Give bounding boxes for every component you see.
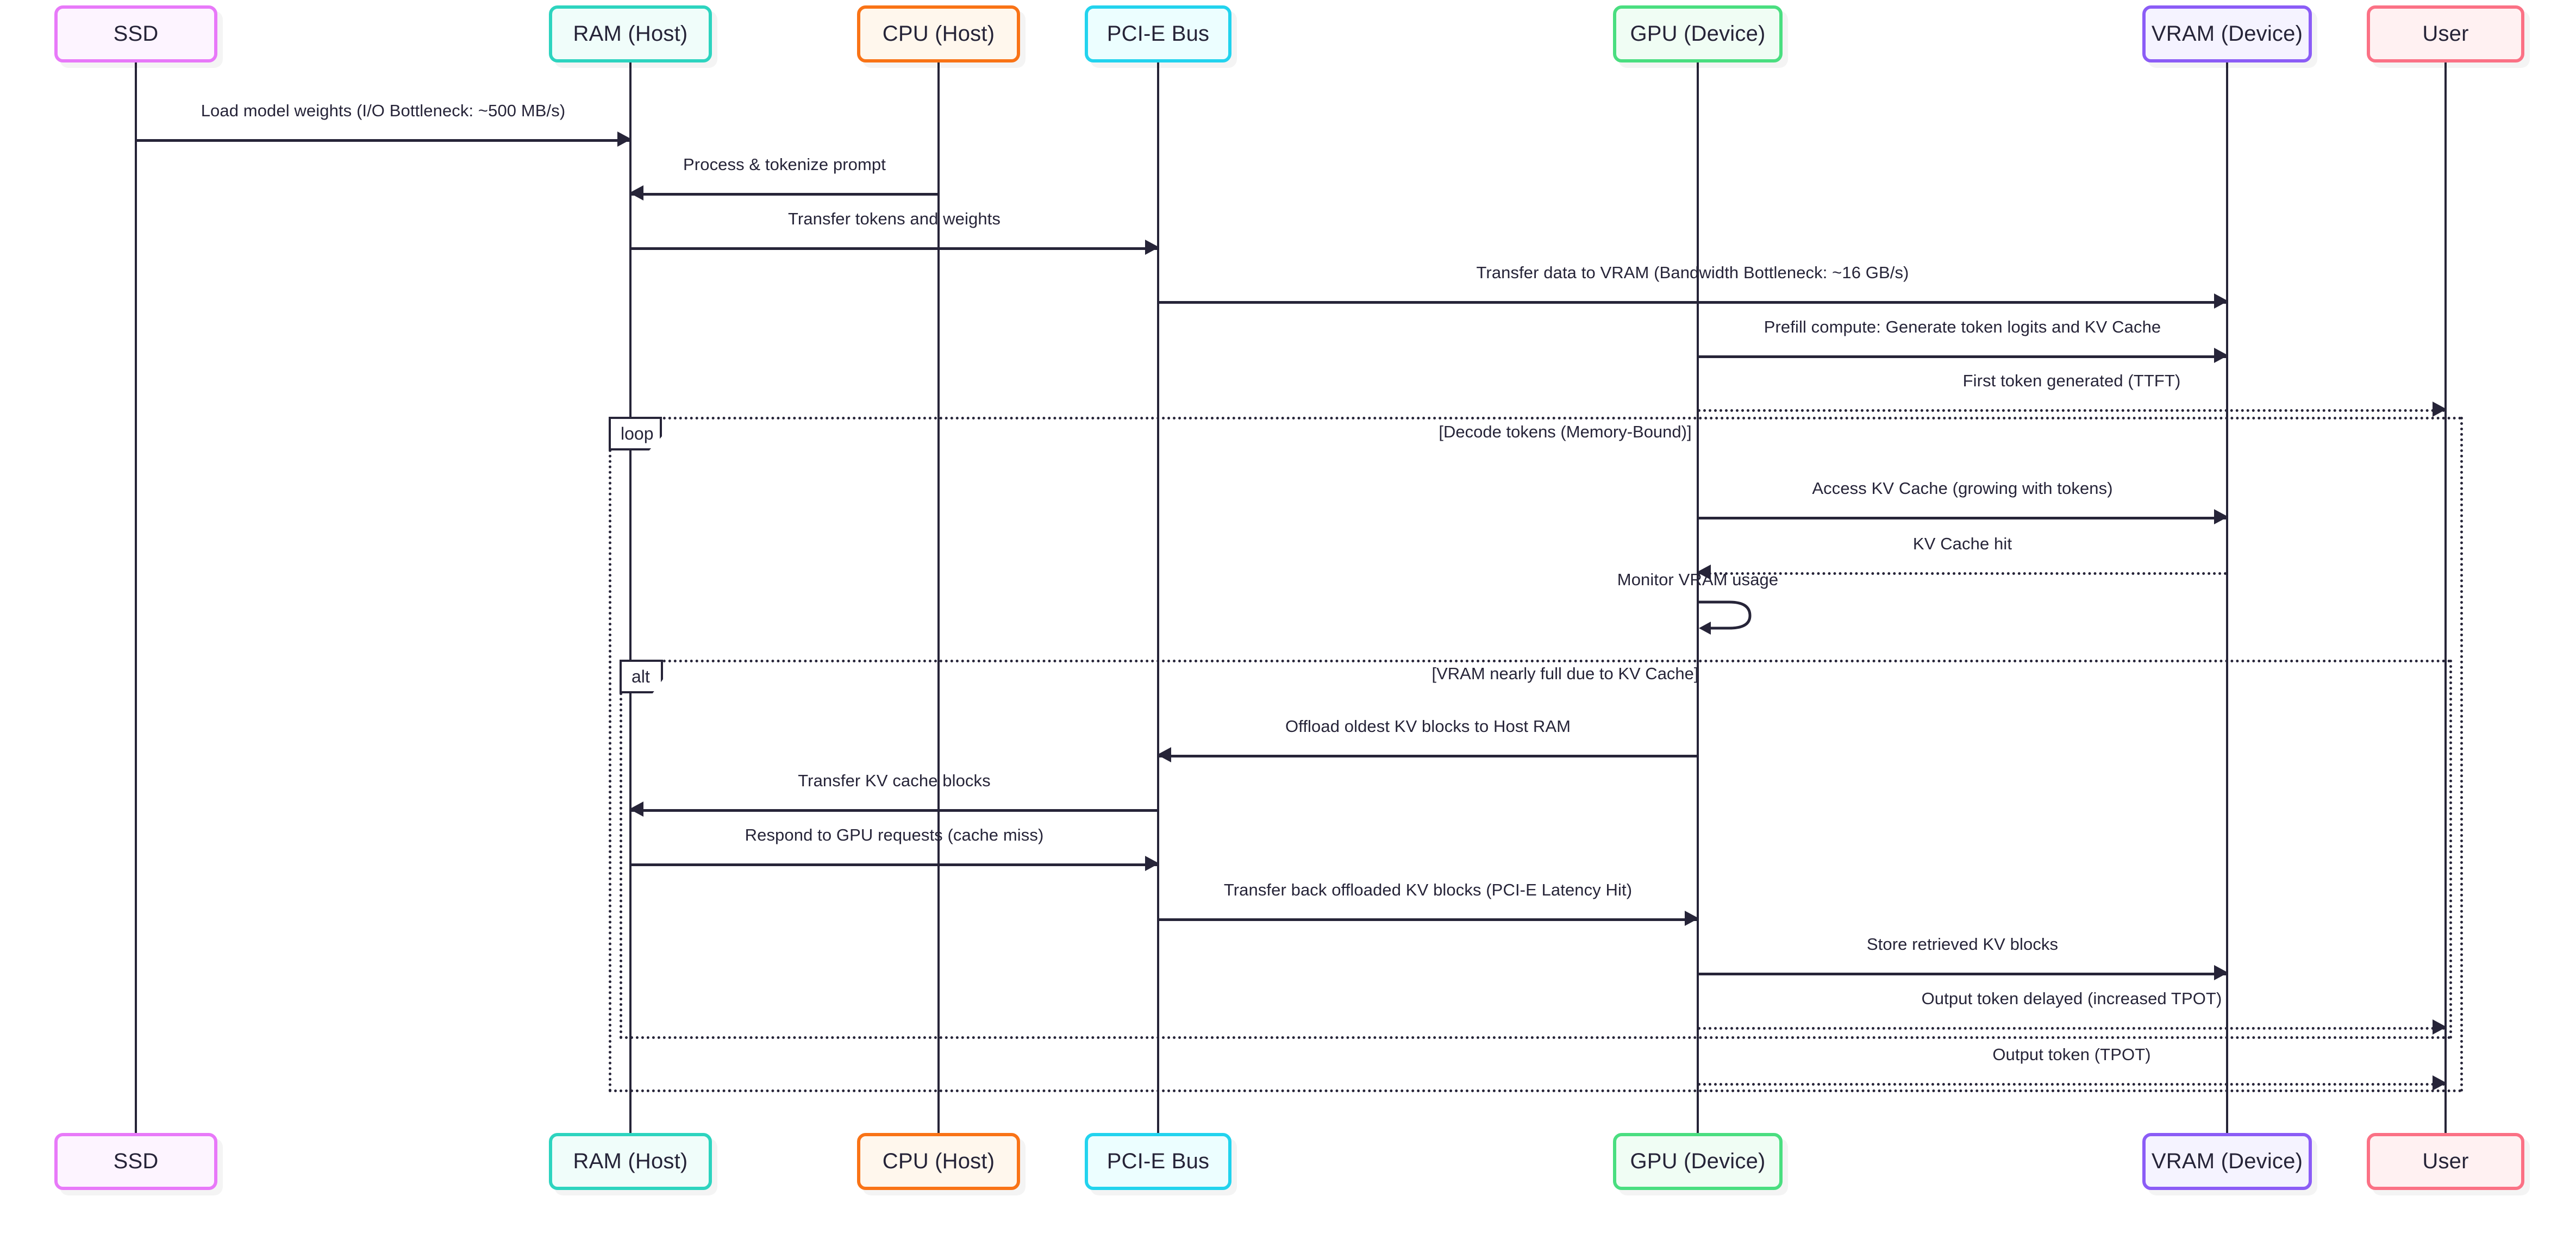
message-line: [630, 247, 1158, 250]
arrowhead-icon: [1145, 856, 1159, 871]
message-line: [136, 139, 630, 142]
participant-top-ssd[interactable]: SSD: [54, 5, 217, 62]
fragment-tag-loop: loop: [609, 417, 662, 450]
arrowhead-icon: [1685, 911, 1699, 926]
message-line: [630, 809, 1158, 812]
self-message-m9: [1698, 598, 1758, 636]
participant-top-user[interactable]: User: [2367, 5, 2524, 62]
message-line: [1698, 517, 2227, 519]
participant-bottom-user[interactable]: User: [2367, 1133, 2524, 1190]
message-line: [630, 193, 939, 196]
participant-top-pcie[interactable]: PCI-E Bus: [1085, 5, 1231, 62]
arrowhead-icon: [617, 131, 632, 147]
message-label-m10: Offload oldest KV blocks to Host RAM: [1285, 717, 1571, 736]
message-label-m4: Transfer data to VRAM (Bandwidth Bottlen…: [1476, 263, 1909, 282]
arrowhead-icon: [2433, 1019, 2447, 1035]
fragment-tag-alt: alt: [620, 660, 663, 693]
message-line: [1158, 755, 1698, 757]
message-line: [1698, 973, 2227, 975]
fragment-condition-alt: [VRAM nearly full due to KV Cache]: [1431, 664, 1699, 683]
message-line: [1158, 918, 1698, 921]
arrowhead-icon: [2433, 1075, 2447, 1091]
message-label-m13: Transfer back offloaded KV blocks (PCI-E…: [1223, 880, 1633, 899]
participant-bottom-cpu[interactable]: CPU (Host): [857, 1133, 1020, 1190]
arrowhead-icon: [629, 185, 643, 201]
message-label-m12: Respond to GPU requests (cache miss): [745, 825, 1044, 844]
lifeline-cpu: [937, 62, 940, 1133]
message-label-m7: Access KV Cache (growing with tokens): [1812, 479, 2113, 498]
participant-top-vram[interactable]: VRAM (Device): [2142, 5, 2312, 62]
message-line: [1698, 1027, 2446, 1030]
participant-top-cpu[interactable]: CPU (Host): [857, 5, 1020, 62]
message-line: [1698, 355, 2227, 358]
participant-bottom-pcie[interactable]: PCI-E Bus: [1085, 1133, 1231, 1190]
participant-top-gpu[interactable]: GPU (Device): [1613, 5, 1783, 62]
message-label-m14: Store retrieved KV blocks: [1866, 935, 2059, 954]
message-label-m8: KV Cache hit: [1912, 534, 2012, 553]
lifeline-user: [2444, 62, 2447, 1133]
message-label-m3: Transfer tokens and weights: [788, 209, 1001, 228]
participant-bottom-gpu[interactable]: GPU (Device): [1613, 1133, 1783, 1190]
arrowhead-icon: [1697, 565, 1711, 580]
participant-top-ram[interactable]: RAM (Host): [549, 5, 712, 62]
lifeline-pcie: [1157, 62, 1159, 1133]
message-line: [1158, 301, 2227, 304]
message-label-m11: Transfer KV cache blocks: [798, 771, 991, 790]
message-label-m5: Prefill compute: Generate token logits a…: [1764, 317, 2161, 336]
lifeline-vram: [2226, 62, 2228, 1133]
arrowhead-icon: [2214, 348, 2228, 363]
arrowhead-icon: [2214, 293, 2228, 309]
self-message-label-m9: Monitor VRAM usage: [1617, 570, 1779, 589]
message-label-m6: First token generated (TTFT): [1962, 371, 2181, 390]
message-line: [630, 863, 1158, 866]
lifeline-ram: [629, 62, 632, 1133]
arrowhead-icon: [1157, 747, 1171, 762]
arrowhead-icon: [2433, 402, 2447, 417]
participant-bottom-ram[interactable]: RAM (Host): [549, 1133, 712, 1190]
fragment-condition-loop: [Decode tokens (Memory-Bound)]: [1439, 422, 1692, 441]
arrowhead-icon: [2214, 509, 2228, 524]
participant-bottom-ssd[interactable]: SSD: [54, 1133, 217, 1190]
lifeline-ssd: [135, 62, 137, 1133]
message-line: [1698, 572, 2227, 575]
message-line: [1698, 1083, 2446, 1086]
participant-bottom-vram[interactable]: VRAM (Device): [2142, 1133, 2312, 1190]
arrowhead-icon: [1145, 240, 1159, 255]
message-label-m15: Output token delayed (increased TPOT): [1921, 989, 2222, 1008]
arrowhead-icon: [2214, 965, 2228, 980]
message-label-m1: Load model weights (I/O Bottleneck: ~500…: [201, 101, 566, 120]
message-line: [1698, 409, 2446, 412]
message-label-m16: Output token (TPOT): [1992, 1045, 2151, 1064]
lifeline-gpu: [1697, 62, 1699, 1133]
message-label-m2: Process & tokenize prompt: [683, 155, 886, 174]
arrowhead-icon: [629, 801, 643, 817]
